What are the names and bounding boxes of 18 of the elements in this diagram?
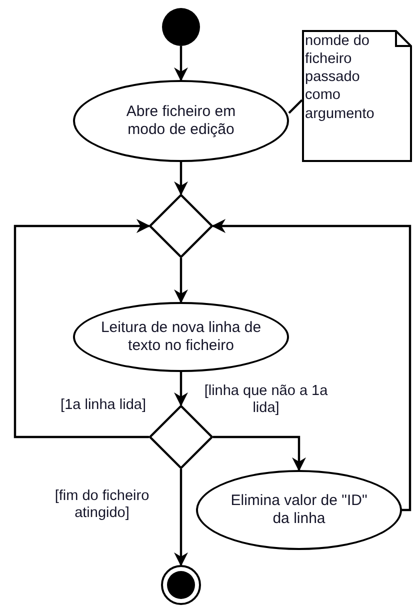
connector-line <box>288 99 303 114</box>
note <box>302 30 412 162</box>
activity-label: Abre ficheiro em modo de edição <box>125 103 237 139</box>
arrow <box>174 162 188 196</box>
arrow <box>174 46 188 82</box>
decision-diamond <box>149 405 213 469</box>
activity-label: Elimina valor de "ID" da linha <box>230 492 368 528</box>
arrow <box>174 258 188 304</box>
arrow <box>213 436 306 472</box>
note-text: nomde do ficheiro passado como argumento <box>305 32 376 123</box>
decision-diamond <box>149 194 213 258</box>
start-node <box>162 8 200 46</box>
arrow <box>174 372 188 406</box>
arrow <box>174 469 188 566</box>
arrow <box>14 219 150 438</box>
end-node <box>161 565 201 605</box>
activity-label: Leitura de nova linha de texto no ficheiro <box>100 319 262 355</box>
arrow <box>212 219 412 512</box>
